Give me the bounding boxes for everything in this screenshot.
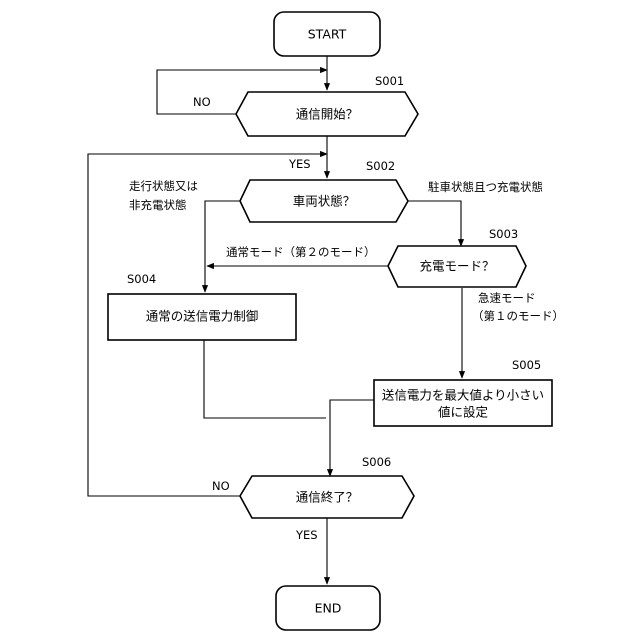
s006-yes-label: YES (295, 528, 318, 542)
s003-down-label-line2: （第１のモード） (472, 309, 564, 323)
process-s005: 送信電力を最大値より小さい 値に設定 S005 (374, 358, 552, 426)
s001-label: 通信開始？ (296, 107, 359, 122)
s005-label-line2: 値に設定 (438, 405, 488, 420)
s001-yes-label: YES (288, 157, 311, 171)
edge-s004-merge (204, 340, 326, 418)
s002-step-id: S002 (366, 159, 395, 173)
end-terminal: END (276, 586, 380, 630)
s002-label: 車両状態？ (293, 194, 356, 209)
edge-s002-s003 (408, 201, 461, 246)
s001-no-label: NO (193, 95, 211, 109)
s003-down-label-line1: 急速モード (478, 291, 536, 305)
start-terminal: START (274, 12, 380, 56)
decision-s006: 通信終了？ S006 (240, 455, 414, 518)
s005-label-line1: 送信電力を最大値より小さい (382, 388, 544, 403)
s006-step-id: S006 (362, 455, 391, 469)
s002-left-label-line1: 走行状態又は (129, 179, 198, 193)
start-label: START (308, 27, 347, 42)
s003-step-id: S003 (489, 227, 518, 241)
process-s004: 通常の送信電力制御 S004 (108, 272, 296, 340)
s006-label: 通信終了？ (296, 490, 359, 505)
s005-step-id: S005 (512, 358, 541, 372)
s004-label: 通常の送信電力制御 (146, 309, 259, 324)
s004-step-id: S004 (127, 272, 156, 286)
s002-left-label-line2: 非充電状態 (129, 198, 187, 212)
decision-s002: 車両状態？ S002 (240, 159, 408, 222)
decision-s003: 充電モード？ S003 (388, 227, 526, 287)
s001-step-id: S001 (375, 74, 404, 88)
s006-no-label: NO (212, 479, 230, 493)
s002-right-label: 駐車状態且つ充電状態 (428, 180, 543, 194)
end-label: END (315, 601, 342, 616)
s003-label: 充電モード？ (419, 259, 494, 274)
s003-left-label: 通常モード（第２のモード） (226, 245, 376, 259)
